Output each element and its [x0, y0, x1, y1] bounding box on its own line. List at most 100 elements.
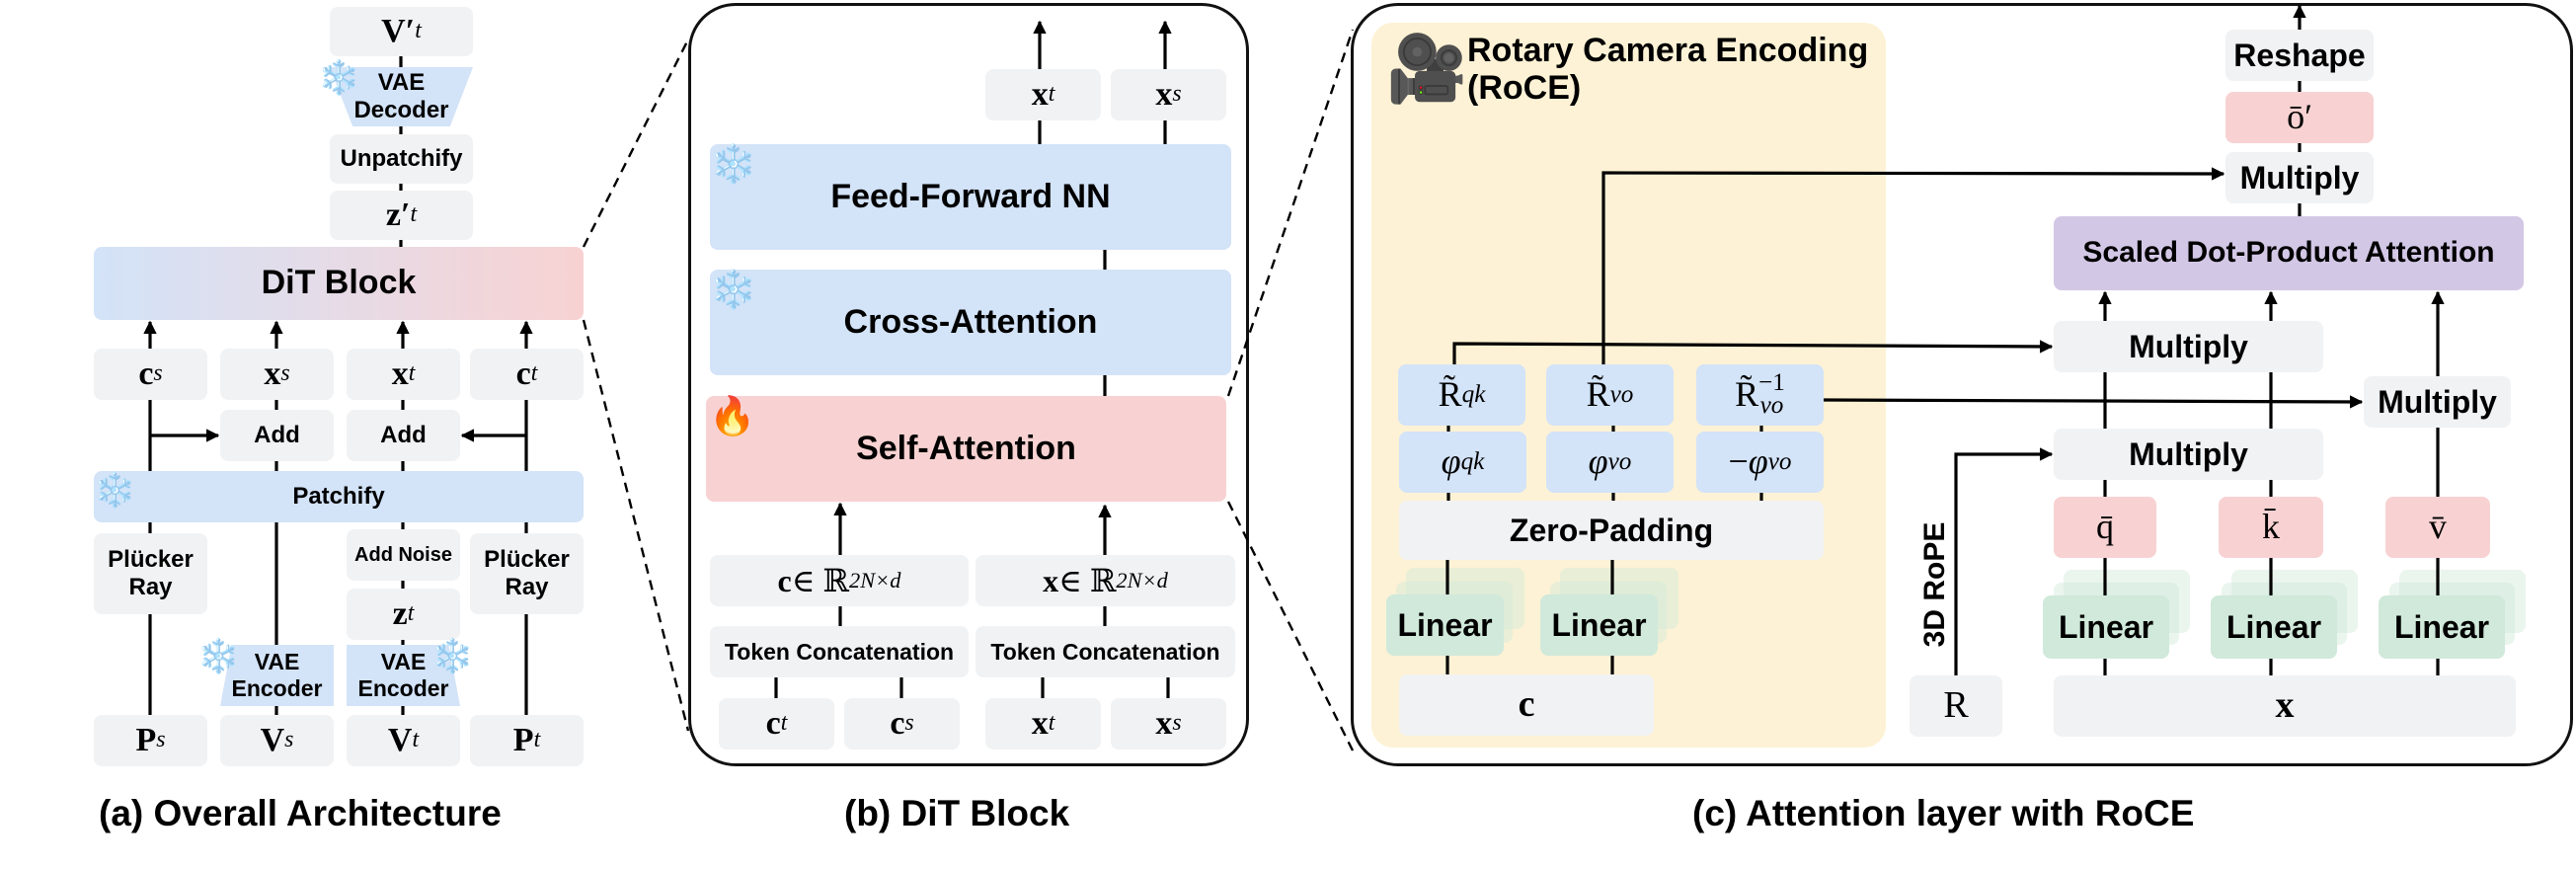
symbol: φ [1748, 441, 1768, 482]
camera-icon: 🎥 [1386, 32, 1468, 105]
feed-forward-box[interactable]: Feed-Forward NN [710, 144, 1231, 250]
subscript: t [412, 727, 420, 753]
symbol: c [765, 705, 781, 743]
patchify-box: Patchify [94, 471, 584, 522]
subscript: vo [1607, 447, 1632, 475]
o-prime-box: ō′ [2225, 92, 2374, 143]
relation: ∈ ℝ [791, 562, 850, 598]
multiply-v-rotation: Multiply [2364, 376, 2511, 428]
frozen-icon: ❄️ [94, 472, 136, 510]
cross-attention-box[interactable]: Cross-Attention [710, 270, 1231, 375]
frozen-icon: ❄️ [431, 638, 474, 675]
subscript: s [280, 360, 290, 387]
output-v-prime-sub: t [415, 18, 422, 44]
symbol: V [387, 722, 413, 759]
frozen-icon: ❄️ [197, 638, 240, 675]
panel-attention-roce [1351, 3, 2573, 766]
subscript: t [408, 360, 416, 387]
z-prime-sub: t [410, 201, 418, 228]
subscript: s [904, 710, 914, 737]
vae-encoder-right: VAE Encoder [347, 645, 460, 706]
frozen-icon: ❄️ [710, 144, 757, 186]
trainable-icon: 🔥 [709, 396, 756, 437]
symbol: c [138, 356, 154, 393]
linear-v: Linear [2379, 595, 2505, 659]
symbol: φ [1588, 441, 1608, 482]
subscript: qk [1461, 380, 1486, 408]
plucker-ray-right: Plücker Ray [470, 533, 584, 614]
zero-padding-box: Zero-Padding [1399, 501, 1824, 560]
z-prime-symbol: z′ [385, 197, 411, 234]
relation: ∈ ℝ [1058, 562, 1117, 598]
multiply-output: Multiply [2225, 152, 2374, 203]
z-t-sub: t [407, 600, 415, 627]
caption-a: (a) Overall Architecture [99, 793, 502, 833]
symbol: x [391, 356, 409, 393]
prefix: − [1728, 441, 1749, 482]
v-bar-box: v̄ [2385, 497, 2490, 558]
r-vo-box: R̃vo [1546, 364, 1674, 426]
x-input-box: x [2054, 675, 2516, 737]
arrow [1954, 447, 2054, 675]
c-input-box: c [1399, 674, 1654, 736]
arrow [1823, 395, 2364, 409]
sdpa-box[interactable]: Scaled Dot-Product Attention [2054, 216, 2524, 290]
symbol: c [515, 356, 531, 393]
superscript: 2N×d [849, 568, 901, 593]
linear-c-qk: Linear [1386, 594, 1504, 656]
output-v-prime-symbol: V′ [381, 13, 416, 50]
symbol: P [135, 722, 157, 759]
symbol: c [777, 562, 792, 598]
subscript: t [1048, 710, 1055, 737]
subscript: t [1048, 81, 1055, 108]
symbol: R̃ [1735, 374, 1759, 415]
subscript: s [156, 727, 166, 753]
symbol: x [1031, 76, 1049, 114]
subscript: t [530, 360, 538, 387]
token-concat-left: Token Concatenation [710, 626, 969, 677]
reshape-box: Reshape [2225, 30, 2374, 81]
q-bar-box: q̄ [2054, 497, 2156, 558]
r-qk-box: R̃qk [1398, 364, 1525, 426]
arrow [1601, 167, 2225, 364]
symbol: x [1043, 562, 1059, 598]
linear-c-vo: Linear [1540, 594, 1658, 656]
symbol: x [264, 356, 281, 393]
subscript: s [1172, 81, 1182, 108]
panel-dit-block [688, 3, 1249, 766]
plucker-ray-left: Plücker Ray [94, 533, 207, 614]
z-prime-box: z′t [330, 191, 473, 240]
superscript: −1 [1758, 369, 1785, 397]
dit-block[interactable]: DiT Block [94, 247, 584, 320]
symbol: φ [1441, 441, 1461, 482]
linear-k: Linear [2211, 595, 2337, 659]
subscript: vo [1609, 380, 1634, 408]
symbol: V [260, 722, 285, 759]
self-attention-box[interactable]: Self-Attention [706, 396, 1226, 502]
symbol: x [1155, 705, 1173, 743]
multiply-qk-rotation: Multiply [2054, 321, 2323, 372]
z-t-symbol: z [392, 595, 408, 633]
subscript: vo [1767, 447, 1792, 475]
roce-title: Rotary Camera Encoding (RoCE) [1467, 32, 1869, 108]
linear-q: Linear [2043, 595, 2169, 659]
subscript: s [153, 360, 163, 387]
symbol: R̃ [1586, 374, 1610, 415]
add-box-right: Add [347, 410, 460, 461]
frozen-icon: ❄️ [318, 59, 360, 97]
